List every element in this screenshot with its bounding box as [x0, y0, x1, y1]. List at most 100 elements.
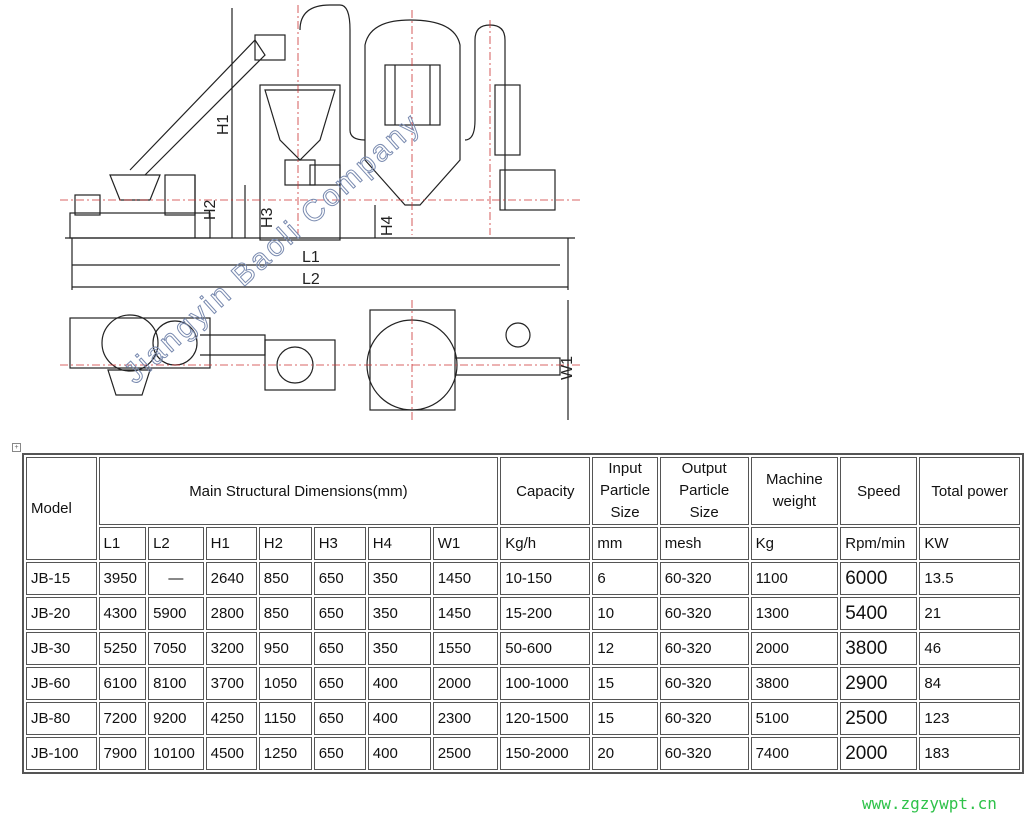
value-cell: 20 — [592, 737, 658, 770]
dim-label-h3: H3 — [259, 207, 276, 228]
header-weight: Machine weight — [750, 457, 839, 525]
header-capacity: Capacity — [500, 457, 591, 525]
header-model: Model — [26, 457, 97, 560]
value-cell: 13.5 — [919, 562, 1020, 595]
value-cell: 4300 — [98, 597, 147, 630]
value-cell: 84 — [919, 667, 1020, 700]
value-cell: 400 — [367, 667, 431, 700]
value-cell: 2640 — [205, 562, 257, 595]
model-cell: JB-80 — [26, 702, 97, 735]
value-cell: 60-320 — [659, 562, 749, 595]
value-cell: 850 — [258, 562, 312, 595]
value-cell: 3800 — [750, 667, 839, 700]
value-cell: 2000 — [432, 667, 499, 700]
value-cell: 650 — [313, 562, 366, 595]
value-cell: 3950 — [98, 562, 147, 595]
value-cell: 60-320 — [659, 737, 749, 770]
value-cell: 350 — [367, 632, 431, 665]
table-header-row: Model Main Structural Dimensions(mm) Cap… — [26, 457, 1020, 560]
value-cell: 9200 — [148, 702, 204, 735]
value-cell: 1450 — [432, 597, 499, 630]
value-cell: 60-320 — [659, 702, 749, 735]
model-cell: JB-100 — [26, 737, 97, 770]
value-cell: 6100 — [98, 667, 147, 700]
elevation-view — [60, 4, 580, 290]
value-cell: 6000 — [840, 562, 918, 595]
value-cell: 400 — [367, 702, 431, 735]
value-cell: 10-150 — [500, 562, 591, 595]
value-cell: 1550 — [432, 632, 499, 665]
unit-cell: H2 — [258, 527, 312, 560]
dim-label-l2: L2 — [302, 271, 320, 288]
value-cell: 2900 — [840, 667, 918, 700]
value-cell: 10 — [592, 597, 658, 630]
value-cell: 650 — [313, 632, 366, 665]
unit-cell: H3 — [313, 527, 366, 560]
value-cell: 5250 — [98, 632, 147, 665]
unit-cell: L2 — [148, 527, 204, 560]
value-cell: 650 — [313, 737, 366, 770]
model-cell: JB-30 — [26, 632, 97, 665]
plan-view — [60, 300, 580, 420]
value-cell: 2800 — [205, 597, 257, 630]
value-cell: 46 — [919, 632, 1020, 665]
dim-label-h2: H2 — [202, 199, 219, 220]
value-cell: 183 — [919, 737, 1020, 770]
value-cell: 50-600 — [500, 632, 591, 665]
value-cell: 1050 — [258, 667, 312, 700]
machine-drawing: H1 H2 H3 H4 L1 L2 W1 Jiangyin Baoli Comp… — [60, 4, 580, 420]
value-cell: 15 — [592, 702, 658, 735]
value-cell: 650 — [313, 702, 366, 735]
value-cell: 4500 — [205, 737, 257, 770]
value-cell: 60-320 — [659, 632, 749, 665]
value-cell: 5900 — [148, 597, 204, 630]
value-cell: 650 — [313, 667, 366, 700]
unit-cell: L1 — [98, 527, 147, 560]
dim-label-l1: L1 — [302, 249, 320, 266]
header-main-dims: Main Structural Dimensions(mm) — [98, 457, 499, 525]
value-cell: 150-2000 — [500, 737, 591, 770]
value-cell: 350 — [367, 597, 431, 630]
dim-label-h1: H1 — [215, 114, 232, 135]
value-cell: 3700 — [205, 667, 257, 700]
unit-cell: mesh — [659, 527, 749, 560]
table-anchor-icon[interactable]: + — [12, 443, 21, 452]
model-cell: JB-15 — [26, 562, 97, 595]
value-cell: — — [148, 562, 204, 595]
value-cell: 4250 — [205, 702, 257, 735]
spec-table: Model Main Structural Dimensions(mm) Cap… — [22, 453, 1024, 774]
value-cell: 5400 — [840, 597, 918, 630]
value-cell: 8100 — [148, 667, 204, 700]
value-cell: 2000 — [750, 632, 839, 665]
company-watermark: Jiangyin Baoli Company — [118, 106, 428, 390]
unit-cell: Rpm/min — [840, 527, 918, 560]
value-cell: 950 — [258, 632, 312, 665]
header-input-size: Input Particle Size — [592, 457, 658, 525]
value-cell: 60-320 — [659, 597, 749, 630]
value-cell: 7200 — [98, 702, 147, 735]
model-cell: JB-60 — [26, 667, 97, 700]
value-cell: 6 — [592, 562, 658, 595]
value-cell: 7050 — [148, 632, 204, 665]
value-cell: 350 — [367, 562, 431, 595]
model-cell: JB-20 — [26, 597, 97, 630]
value-cell: 15-200 — [500, 597, 591, 630]
value-cell: 120-1500 — [500, 702, 591, 735]
value-cell: 60-320 — [659, 667, 749, 700]
dim-label-w1: W1 — [559, 356, 576, 380]
value-cell: 1100 — [750, 562, 839, 595]
value-cell: 7400 — [750, 737, 839, 770]
value-cell: 2500 — [432, 737, 499, 770]
unit-cell: H4 — [367, 527, 431, 560]
unit-cell: KW — [919, 527, 1020, 560]
unit-cell: Kg/h — [500, 527, 591, 560]
value-cell: 21 — [919, 597, 1020, 630]
header-power: Total power — [919, 457, 1020, 525]
value-cell: 650 — [313, 597, 366, 630]
